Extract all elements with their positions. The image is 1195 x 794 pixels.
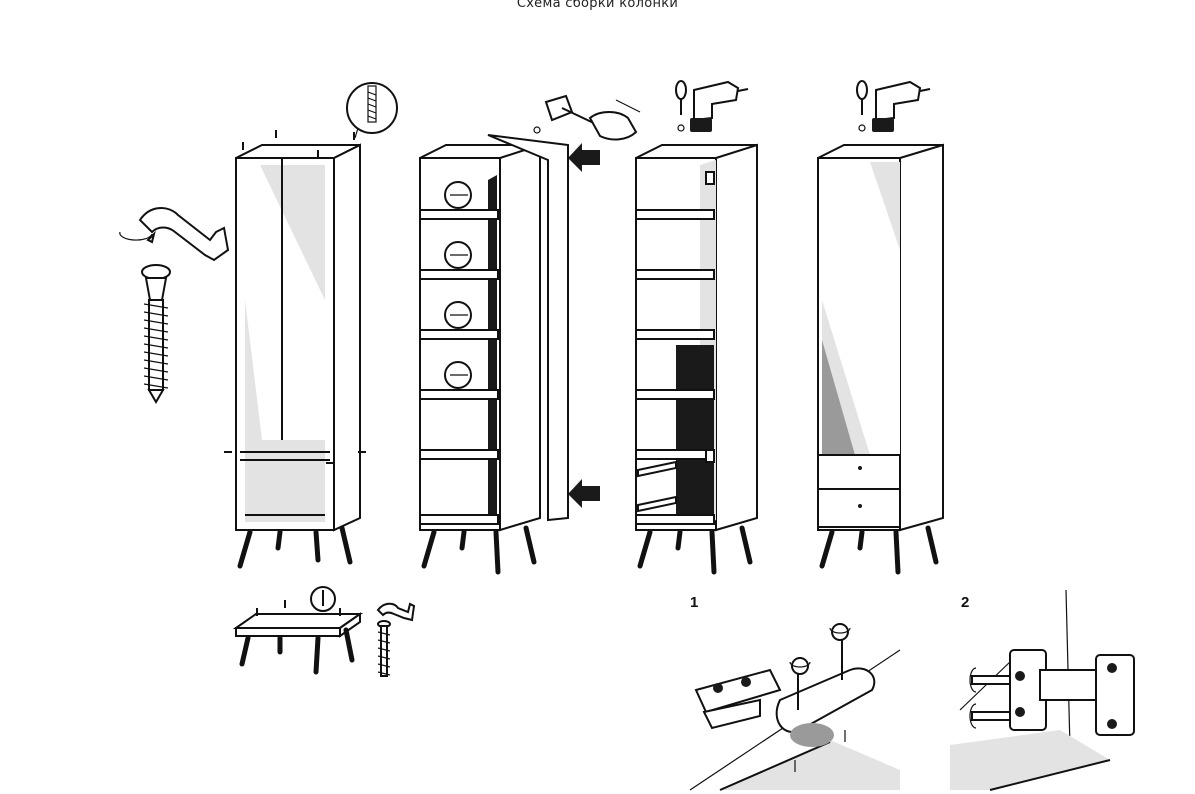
screwdriver-icon xyxy=(675,80,687,132)
page-title: Схема сборки колонки xyxy=(516,0,679,11)
hammer-icon xyxy=(533,94,641,141)
hex-key-icon xyxy=(119,207,230,262)
hex-key-icon xyxy=(376,602,416,622)
arrow-icon xyxy=(568,143,600,508)
step-number-2: 2 xyxy=(961,594,970,611)
drawer-runner xyxy=(637,460,677,513)
drill-icon xyxy=(872,80,931,132)
cabinet-finished-step xyxy=(817,143,944,575)
screwdriver-icon xyxy=(856,80,868,132)
cabinet-frame-step xyxy=(224,130,366,569)
cabinet-hinges-step xyxy=(635,143,758,575)
cabinet-shelves-step xyxy=(419,134,569,575)
confirmat-screw-icon xyxy=(377,620,391,677)
drill-icon xyxy=(690,80,749,132)
confirmat-screw-icon xyxy=(141,264,171,404)
base-frame-detail xyxy=(232,586,364,675)
hinge-mount-detail xyxy=(689,623,901,791)
hinge-adjust-detail xyxy=(950,589,1135,791)
shelf-support-detail xyxy=(444,181,472,389)
screw-detail-icon xyxy=(346,82,398,139)
step-number-1: 1 xyxy=(690,594,699,611)
